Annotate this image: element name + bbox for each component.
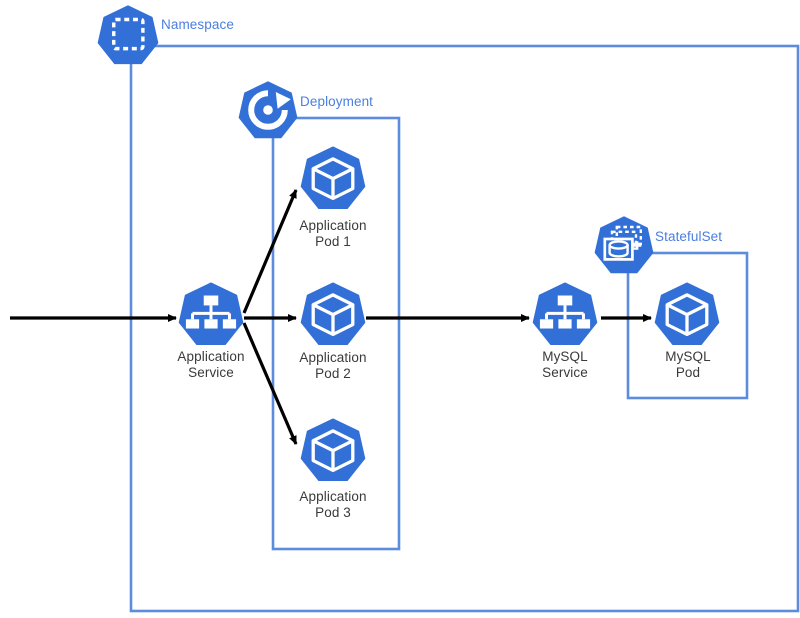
deployment-group-label: Deployment xyxy=(300,94,374,109)
application-service-label: Application Service xyxy=(177,349,245,380)
statefulset-icon xyxy=(594,216,654,274)
application-pod-3-label: Application Pod 3 xyxy=(299,489,367,520)
deployment-icon xyxy=(238,81,298,139)
namespace-box xyxy=(129,44,800,613)
deployment-box xyxy=(271,116,401,551)
pod-icon-application-pod-2 xyxy=(300,282,366,346)
namespace-group-label: Namespace xyxy=(161,17,234,32)
pod-icon-application-pod-3 xyxy=(300,418,366,482)
arrow-application-service-to-pod-3 xyxy=(242,322,298,445)
service-icon-mysql-service xyxy=(532,282,598,346)
application-pod-2-label: Application Pod 2 xyxy=(299,350,367,381)
connection-arrows xyxy=(10,189,652,445)
namespace-icon xyxy=(97,5,159,65)
mysql-service-label: MySQL Service xyxy=(542,349,588,380)
pod-icon-application-pod-1 xyxy=(300,146,366,210)
service-icon-application-service xyxy=(178,282,244,346)
statefulset-box xyxy=(626,251,749,400)
arrow-application-service-to-pod-1 xyxy=(242,189,298,314)
application-pod-1-label: Application Pod 1 xyxy=(299,218,367,249)
pod-icon-mysql-pod xyxy=(654,282,720,346)
group-boxes xyxy=(129,44,800,613)
statefulset-group-label: StatefulSet xyxy=(655,229,723,244)
mysql-pod-label: MySQL Pod xyxy=(665,349,711,380)
